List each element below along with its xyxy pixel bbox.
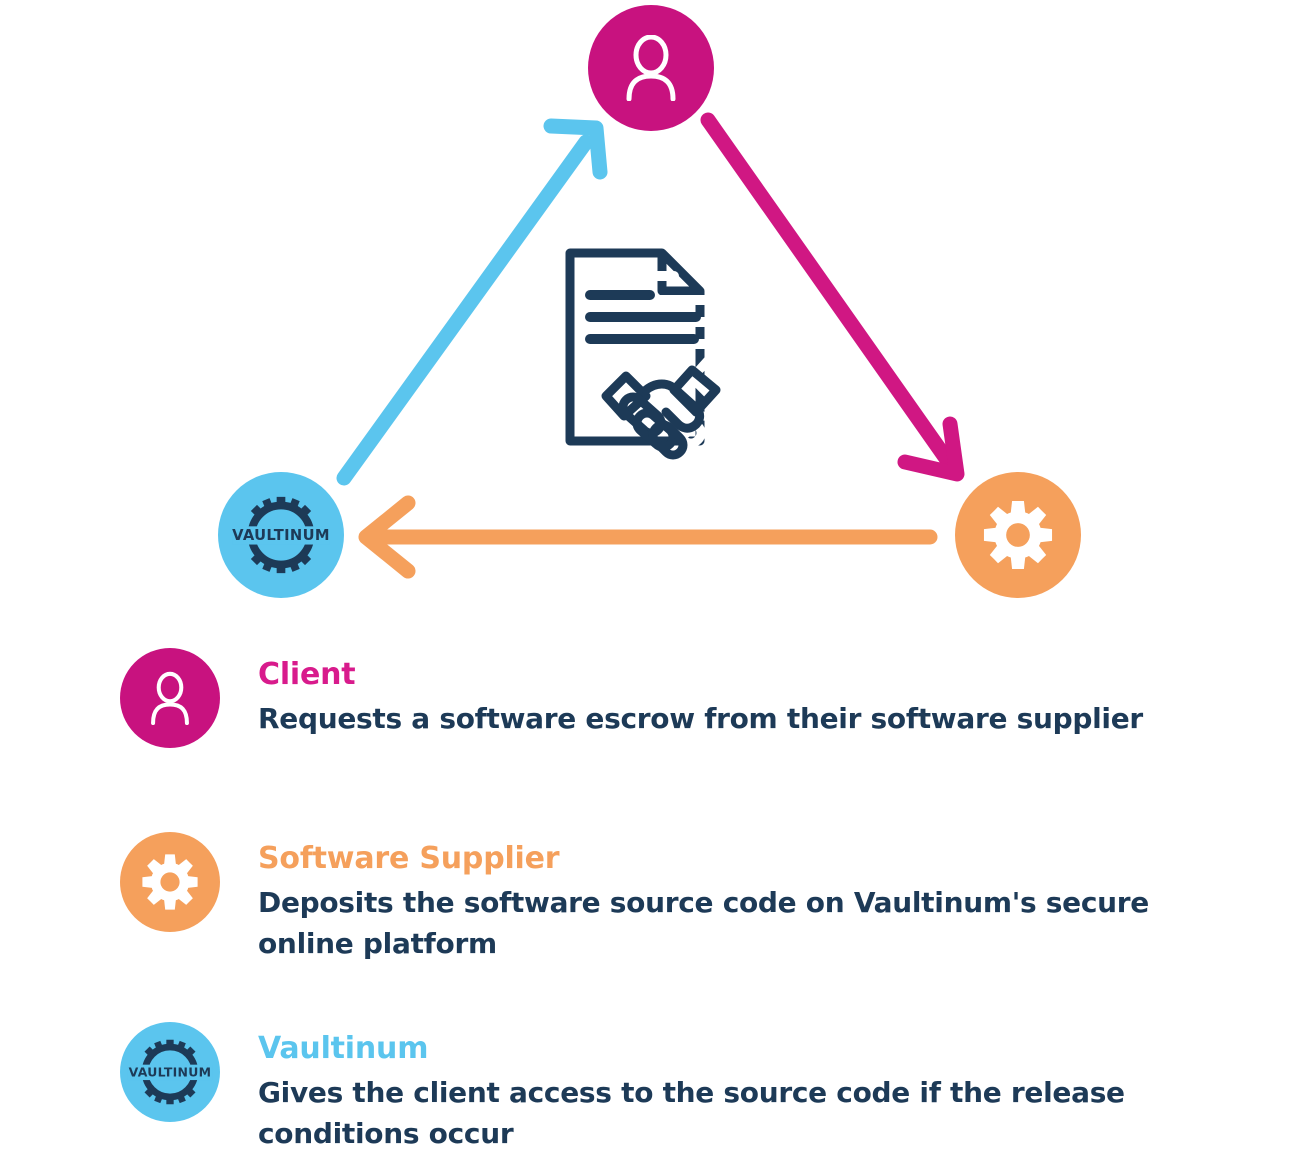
gear-icon — [983, 500, 1053, 570]
legend-badge-vaultinum: VAULTINUM — [120, 1022, 220, 1122]
legend-description-software-supplier: Deposits the software source code on Vau… — [258, 885, 1149, 961]
legend-title-client: Client — [258, 657, 356, 692]
node-software-supplier[interactable] — [955, 472, 1081, 598]
vaultinum-wordmark: VAULTINUM — [232, 527, 330, 544]
vaultinum-logo-icon: VAULTINUM — [127, 1039, 213, 1105]
legend-title-software-supplier: Software Supplier — [258, 841, 560, 876]
legend-badge-client — [120, 648, 220, 748]
gear-icon — [142, 854, 198, 910]
node-client[interactable] — [588, 5, 714, 131]
person-icon — [151, 671, 189, 725]
contract-handshake-icon — [565, 223, 739, 460]
legend-badge-software-supplier — [120, 832, 220, 932]
arrow-client-to-supplier — [700, 112, 965, 482]
vaultinum-wordmark: VAULTINUM — [129, 1064, 212, 1079]
legend-list: Client Requests a software escrow from t… — [0, 630, 1296, 1168]
legend-title-vaultinum: Vaultinum — [258, 1031, 429, 1066]
arrow-vaultinum-to-client — [336, 118, 608, 486]
arrow-supplier-to-vaultinum — [358, 495, 938, 579]
contract-handshake-illustration — [558, 218, 794, 470]
legend-text-software-supplier: Software Supplier Deposits the software … — [258, 832, 1158, 964]
legend-item-client: Client Requests a software escrow from t… — [0, 648, 1296, 748]
vaultinum-logo-icon: VAULTINUM — [232, 496, 330, 574]
legend-item-software-supplier: Software Supplier Deposits the software … — [0, 832, 1296, 964]
legend-description-vaultinum: Gives the client access to the source co… — [258, 1075, 1125, 1151]
legend-text-vaultinum: Vaultinum Gives the client access to the… — [258, 1022, 1158, 1154]
arrow-layer — [336, 112, 965, 579]
escrow-triangle-diagram: VAULTINUM — [218, 5, 1081, 598]
person-icon — [626, 35, 676, 101]
legend-description-client: Requests a software escrow from their so… — [258, 701, 1143, 735]
legend-text-client: Client Requests a software escrow from t… — [258, 648, 1158, 739]
node-vaultinum[interactable]: VAULTINUM — [218, 472, 344, 598]
legend-item-vaultinum: VAULTINUM Vaultinum Gives the client acc… — [0, 1022, 1296, 1154]
